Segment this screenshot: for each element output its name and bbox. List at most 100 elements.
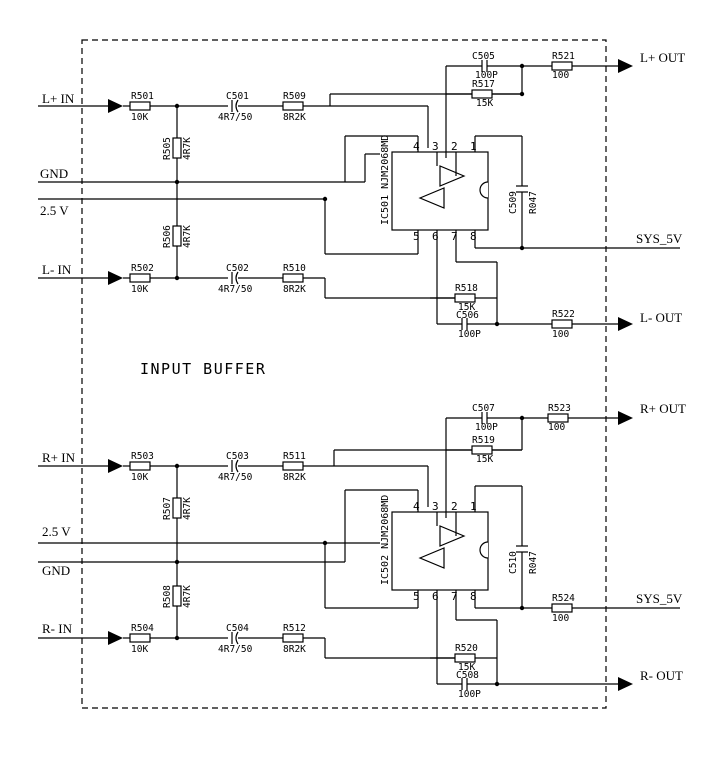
input-buffer-title: INPUT BUFFER [140,360,266,378]
r502-value: 10K [131,284,148,295]
resistor-r512 [282,633,304,643]
r508-value: 4R7K [182,585,193,608]
r504-ref: R504 [131,623,154,634]
ic502-opamp-a [439,525,466,547]
resistor-r520 [454,653,476,663]
ic502-pin-8: 8 [470,590,477,603]
c504-value: 4R7/50 [218,644,253,655]
ic501-pin-4: 4 [413,140,420,153]
r522-ref: R522 [552,309,575,320]
ic501-pin-8: 8 [470,230,477,243]
c510-value: R047 [528,551,539,574]
r523-ref: R523 [548,403,571,414]
r511-ref: R511 [283,451,306,462]
c504-ref: C504 [226,623,249,634]
r519-ref: R519 [472,435,495,446]
resistor-r510 [282,273,304,283]
l-plus-out-arrow-icon [618,59,633,73]
c506-ref: C506 [456,310,479,321]
label-r-minus-in: R- IN [42,621,73,636]
module-boundary [81,39,607,709]
r510-value: 8R2K [283,284,306,295]
l-plus-in-arrow-icon [108,99,123,113]
r512-value: 8R2K [283,644,306,655]
r517-value: 15K [476,98,493,109]
label-l-minus-out: L- OUT [640,310,682,325]
ic502-pin-6: 6 [432,590,439,603]
label-l-plus-in: L+ IN [42,91,75,106]
resistor-r523 [547,413,569,423]
r505-value: 4R7K [182,137,193,160]
ic502-label: IC502 NJM2068MD [380,495,391,585]
c508-ref: C508 [456,670,479,681]
ic502-opamp-b [418,547,445,569]
r522-value: 100 [552,329,569,340]
r506-ref: R506 [162,225,173,248]
r517-ref: R517 [472,79,495,90]
label-gnd-2: GND [42,563,70,578]
ic501-pin-7: 7 [451,230,458,243]
r-plus-out-arrow-icon [618,411,633,425]
label-sys-5v-2: SYS_5V [636,591,683,606]
r507-value: 4R7K [182,497,193,520]
label-l-minus-in: L- IN [42,262,72,277]
resistor-r507 [172,497,182,519]
c507-value: 100P [475,422,498,433]
c503-ref: C503 [226,451,249,462]
resistor-r524 [551,603,573,613]
r504-value: 10K [131,644,148,655]
ic501-pin-3: 3 [432,140,439,153]
c503-value: 4R7/50 [218,472,253,483]
r520-ref: R520 [455,643,478,654]
r512-ref: R512 [283,623,306,634]
label-2-5v-1: 2.5 V [40,203,69,218]
ic502-pin-3: 3 [432,500,439,513]
ic501-pin-1: 1 [470,140,477,153]
r-plus-in-arrow-icon [108,459,123,473]
label-gnd-1: GND [40,166,68,181]
ic502-pin-4: 4 [413,500,420,513]
resistor-r519 [471,445,493,455]
label-2-5v-2: 2.5 V [42,524,71,539]
r510-ref: R510 [283,263,306,274]
c502-value: 4R7/50 [218,284,253,295]
label-sys-5v-1: SYS_5V [636,231,683,246]
resistor-r502 [129,273,151,283]
resistor-r508 [172,585,182,607]
r505-ref: R505 [162,137,173,160]
r503-ref: R503 [131,451,154,462]
ic501-label: IC501 NJM2068MD [380,135,391,225]
c509-ref: C509 [508,191,519,214]
resistor-r501 [129,101,151,111]
c505-ref: C505 [472,51,495,62]
r518-value: 15K [458,302,475,313]
r507-ref: R507 [162,497,173,520]
r502-ref: R502 [131,263,154,274]
c505-value: 100P [475,70,498,81]
ic502-pin-2: 2 [451,500,458,513]
r-minus-out-arrow-icon [618,677,633,691]
r508-ref: R508 [162,585,173,608]
r519-value: 15K [476,454,493,465]
r523-value: 100 [548,422,565,433]
r509-value: 8R2K [283,112,306,123]
ic501-pin-6: 6 [432,230,439,243]
resistor-r518 [454,293,476,303]
resistor-r504 [129,633,151,643]
resistor-r505 [172,137,182,159]
l-minus-out-arrow-icon [618,317,633,331]
c501-ref: C501 [226,91,249,102]
l-minus-in-arrow-icon [108,271,123,285]
ic501-opamp-a [439,165,466,187]
r501-value: 10K [131,112,148,123]
ic501-pin-2: 2 [451,140,458,153]
label-r-minus-out: R- OUT [640,668,683,683]
resistor-r503 [129,461,151,471]
label-r-plus-in: R+ IN [42,450,76,465]
c508-value: 100P [458,689,481,700]
c509-value: R047 [528,191,539,214]
c507-ref: C507 [472,403,495,414]
r501-ref: R501 [131,91,154,102]
c502-ref: C502 [226,263,249,274]
